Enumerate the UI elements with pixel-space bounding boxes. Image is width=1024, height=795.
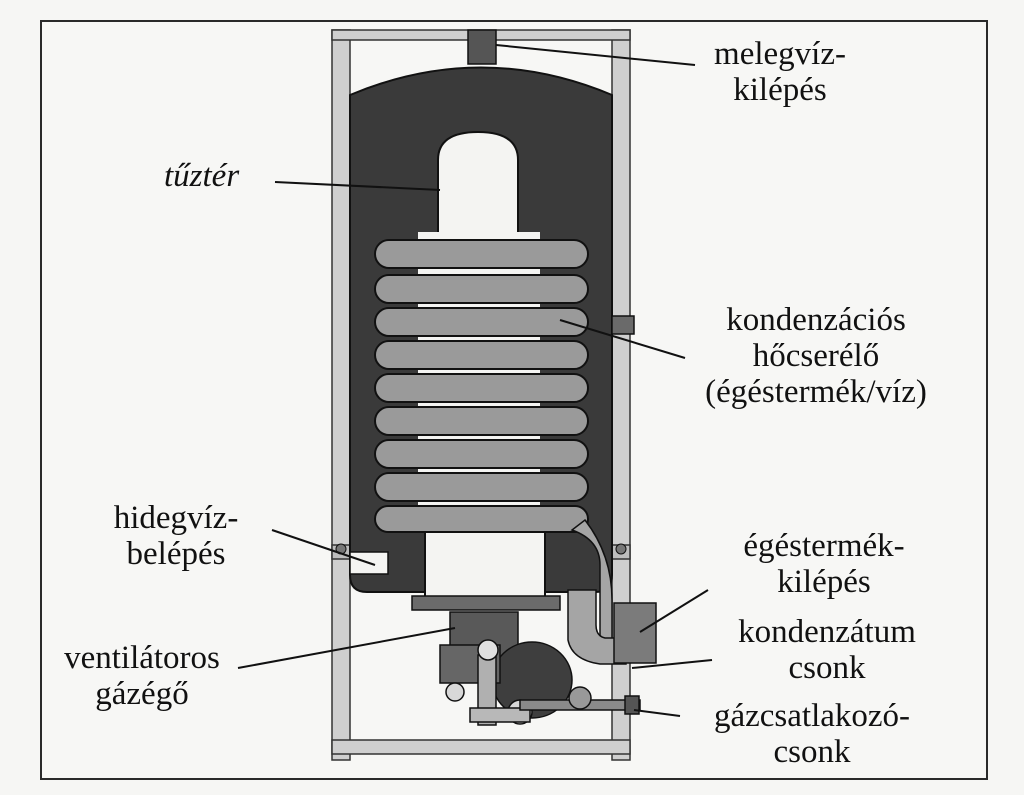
- label-condensing-heat-exchanger: kondenzációs hőcserélő (égéstermék/víz): [676, 302, 956, 410]
- label-fan-gas-burner: ventilátoros gázégő: [44, 640, 240, 712]
- label-condensate-connection: kondenzátum csonk: [712, 614, 942, 686]
- frame-bolts: [335, 543, 627, 555]
- firebox: [437, 130, 519, 241]
- hot-water-outlet-stub: [467, 29, 497, 65]
- label-line: kondenzációs: [726, 302, 906, 338]
- label-line: gázégő: [95, 676, 189, 712]
- fan-gas-burner: [439, 611, 573, 726]
- side-stub: [611, 315, 635, 335]
- label-line: hidegvíz-: [113, 500, 239, 536]
- label-flue-gas-outlet: égéstermék- kilépés: [714, 528, 934, 600]
- label-line: tűztér: [164, 158, 240, 194]
- label-line: (égéstermék/víz): [705, 374, 927, 410]
- label-line: ventilátoros: [64, 640, 220, 676]
- burner-plate: [411, 595, 561, 611]
- heat-exchanger-coil: [374, 239, 589, 533]
- label-firebox: tűztér: [164, 158, 239, 194]
- leader-lines: [237, 44, 713, 717]
- label-hot-water-outlet: melegvíz- kilépés: [700, 36, 860, 108]
- label-line: csonk: [788, 650, 866, 686]
- label-line: kondenzátum: [738, 614, 916, 650]
- flue-outlet-box: [613, 602, 657, 664]
- label-line: csonk: [773, 734, 851, 770]
- label-line: kilépés: [733, 72, 827, 108]
- label-line: kilépés: [777, 564, 871, 600]
- label-line: melegvíz-: [714, 36, 846, 72]
- label-gas-connection: gázcsatlakozó- csonk: [676, 698, 948, 770]
- combustion-chamber: [424, 531, 546, 601]
- label-cold-water-inlet: hidegvíz- belépés: [78, 500, 274, 572]
- label-line: égéstermék-: [743, 528, 905, 564]
- label-line: hőcserélő: [752, 338, 880, 374]
- flue-pipe: [570, 518, 613, 641]
- label-line: gázcsatlakozó-: [713, 698, 911, 734]
- label-line: belépés: [126, 536, 226, 572]
